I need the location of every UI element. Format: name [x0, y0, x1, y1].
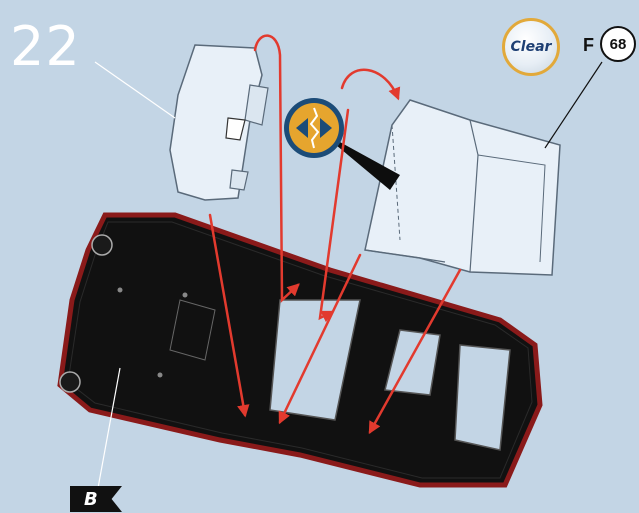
step-number: 22	[10, 20, 81, 74]
flip-part-icon	[284, 98, 344, 158]
headlight-right	[60, 372, 80, 392]
clear-label: Clear	[511, 39, 552, 55]
clear-window-rear	[365, 100, 560, 275]
rear-window-opening	[455, 345, 510, 450]
part-leader-line	[545, 62, 602, 148]
clear-part-badge: Clear	[502, 18, 560, 76]
headlight-left	[92, 235, 112, 255]
subassembly-letter: B	[84, 489, 98, 510]
sprue-letter: F	[583, 35, 594, 56]
clear-windshield-front	[170, 45, 268, 200]
part-number-circle: 68	[600, 26, 636, 62]
step-leader-line	[95, 62, 175, 118]
arrow-rear-flip	[342, 70, 398, 98]
